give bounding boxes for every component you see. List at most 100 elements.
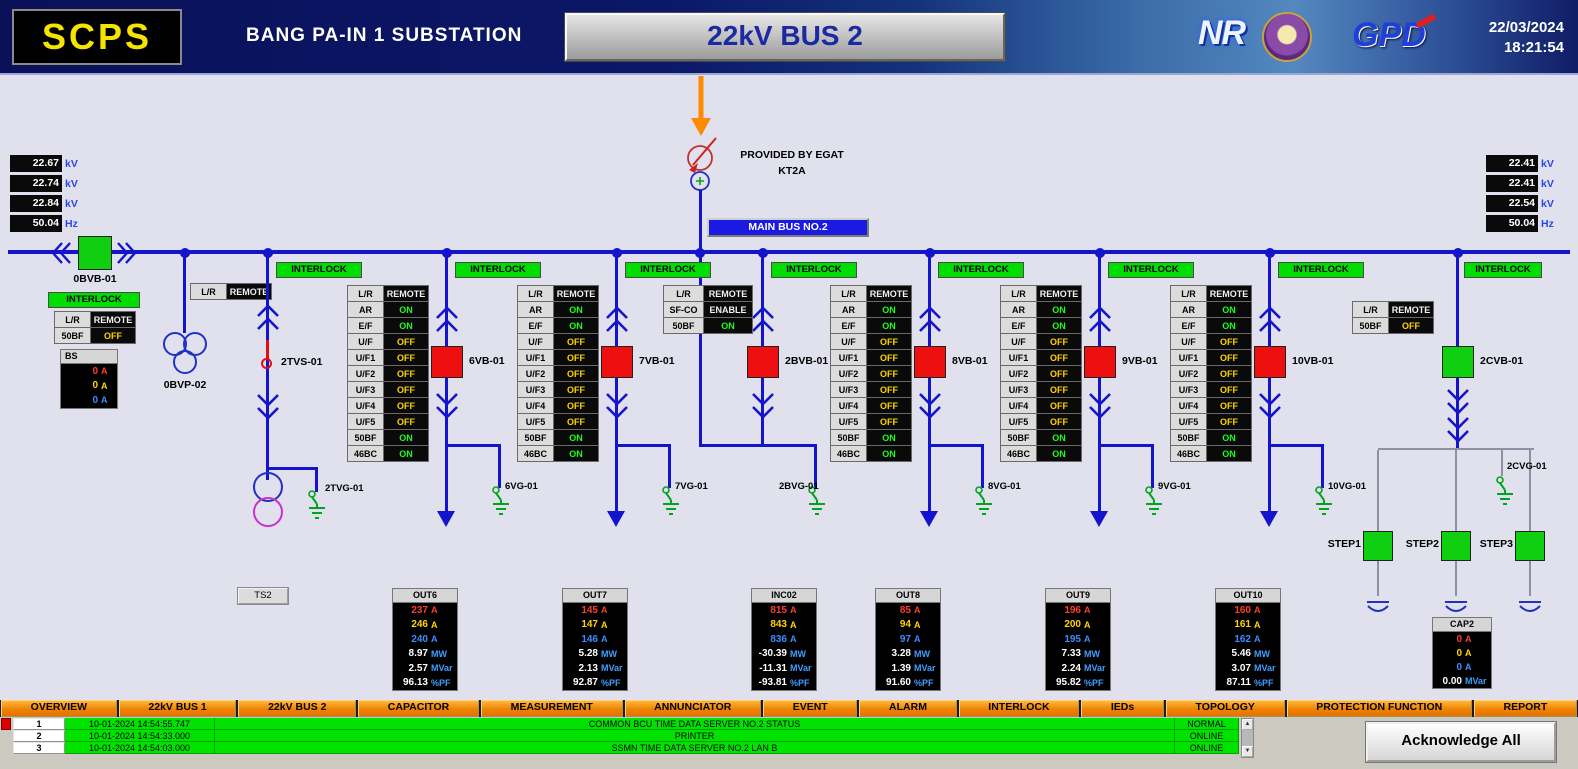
earth-switch-icon[interactable] — [489, 486, 513, 518]
disconnector-symbol[interactable] — [116, 240, 138, 266]
disconnector-symbol[interactable] — [255, 301, 281, 333]
protection-status[interactable]: OFF — [867, 350, 911, 365]
protection-status[interactable]: OFF — [1207, 350, 1251, 365]
protection-status[interactable]: REMOTE — [704, 286, 752, 301]
protection-status[interactable]: OFF — [1389, 318, 1433, 333]
protection-status[interactable]: REMOTE — [91, 312, 135, 327]
earth-switch-icon[interactable] — [1142, 486, 1166, 518]
disconnector-symbol[interactable] — [1445, 414, 1471, 446]
protection-status[interactable]: ON — [554, 430, 598, 445]
disconnector-symbol[interactable] — [255, 391, 281, 423]
protection-status[interactable]: OFF — [1207, 382, 1251, 397]
earth-switch-icon[interactable] — [305, 490, 329, 522]
protection-status[interactable]: REMOTE — [867, 286, 911, 301]
breaker-9vb-01[interactable] — [1084, 346, 1116, 378]
protection-status[interactable]: OFF — [384, 414, 428, 429]
disconnector-symbol[interactable] — [434, 390, 460, 422]
disconnector-symbol[interactable] — [750, 390, 776, 422]
nav-button[interactable]: OVERVIEW — [1, 700, 117, 717]
protection-status[interactable]: ENABLE — [704, 302, 752, 317]
protection-status[interactable]: ON — [554, 446, 598, 461]
alarm-row[interactable]: 2 10-01-2024 14:54:33.000 PRINTER ONLINE — [13, 730, 1239, 742]
meter-box-inc02[interactable]: INC02 815 A 843 A 836 A -30.3 — [751, 588, 817, 691]
protection-status[interactable]: OFF — [867, 366, 911, 381]
nav-button[interactable]: ANNUNCIATOR — [624, 700, 762, 717]
protection-status[interactable]: ON — [1037, 318, 1081, 333]
nav-button[interactable]: EVENT — [763, 700, 858, 717]
protection-status[interactable]: REMOTE — [1389, 302, 1433, 317]
disconnector-symbol[interactable] — [1257, 303, 1283, 335]
disconnector-symbol[interactable] — [604, 390, 630, 422]
interlock-badge-2tvs[interactable]: INTERLOCK — [276, 262, 362, 278]
nav-button[interactable]: INTERLOCK — [958, 700, 1080, 717]
protection-status[interactable]: ON — [1207, 318, 1251, 333]
meter-box-cap2[interactable]: CAP2 0 A 0 A 0 A 0.00 — [1432, 617, 1492, 689]
protection-status[interactable]: ON — [867, 446, 911, 461]
protection-status[interactable]: OFF — [1207, 398, 1251, 413]
protection-status[interactable]: OFF — [554, 350, 598, 365]
protection-status[interactable]: OFF — [867, 382, 911, 397]
disconnector-symbol[interactable] — [434, 303, 460, 335]
earth-switch-icon[interactable] — [805, 486, 829, 518]
earth-switch-icon[interactable] — [1493, 476, 1517, 508]
alarm-scrollbar[interactable]: ▲ ▼ — [1241, 718, 1254, 758]
interlock-badge-2cvb[interactable]: INTERLOCK — [1464, 262, 1542, 278]
protection-status[interactable]: ON — [384, 430, 428, 445]
breaker-0bvb-01[interactable] — [78, 236, 112, 270]
protection-status[interactable]: ON — [1037, 446, 1081, 461]
breaker-7vb-01[interactable] — [601, 346, 633, 378]
meter-box-out7[interactable]: OUT7 145 A 147 A 146 A 5.28 — [562, 588, 628, 691]
breaker-6vb-01[interactable] — [431, 346, 463, 378]
nav-button[interactable]: MEASUREMENT — [480, 700, 623, 717]
protection-status[interactable]: OFF — [1037, 414, 1081, 429]
breaker-2bvb-01[interactable] — [747, 346, 779, 378]
nav-button[interactable]: REPORT — [1473, 700, 1577, 717]
earth-switch-icon[interactable] — [1312, 486, 1336, 518]
nav-button[interactable]: 22kV BUS 2 — [238, 700, 357, 717]
disconnector-symbol[interactable] — [1445, 386, 1471, 418]
scrollbar-track[interactable] — [1242, 730, 1253, 746]
interlock-badge-10vb[interactable]: INTERLOCK — [1278, 262, 1364, 278]
protection-status[interactable]: REMOTE — [227, 284, 271, 299]
protection-status[interactable]: OFF — [554, 366, 598, 381]
breaker-2cvb-01[interactable] — [1442, 346, 1474, 378]
protection-status[interactable]: OFF — [1207, 414, 1251, 429]
capacitor-step1-switch[interactable] — [1363, 531, 1393, 561]
meter-box-bs[interactable]: BS 0 A 0 A 0 A — [60, 349, 118, 409]
disconnector-symbol[interactable] — [917, 303, 943, 335]
protection-status[interactable]: ON — [704, 318, 752, 333]
protection-status[interactable]: OFF — [554, 398, 598, 413]
protection-status[interactable]: ON — [867, 318, 911, 333]
disconnector-symbol[interactable] — [1087, 303, 1113, 335]
disconnector-symbol[interactable] — [917, 390, 943, 422]
protection-status[interactable]: OFF — [554, 334, 598, 349]
acknowledge-all-button[interactable]: Acknowledge All — [1366, 722, 1556, 762]
protection-status[interactable]: ON — [1037, 430, 1081, 445]
protection-status[interactable]: ON — [554, 318, 598, 333]
meter-box-out10[interactable]: OUT10 160 A 161 A 162 A 5.46 — [1215, 588, 1281, 691]
nav-button[interactable]: ALARM — [859, 700, 957, 717]
earth-switch-icon[interactable] — [972, 486, 996, 518]
protection-status[interactable]: REMOTE — [384, 286, 428, 301]
disconnector-symbol[interactable] — [1087, 390, 1113, 422]
interlock-badge-0bvb[interactable]: INTERLOCK — [48, 292, 140, 308]
protection-status[interactable]: OFF — [1037, 334, 1081, 349]
protection-status[interactable]: OFF — [1037, 366, 1081, 381]
protection-status[interactable]: ON — [1207, 302, 1251, 317]
meter-box-out8[interactable]: OUT8 85 A 94 A 97 A 3.28 — [875, 588, 941, 691]
interlock-badge-2bvb[interactable]: INTERLOCK — [771, 262, 857, 278]
protection-status[interactable]: REMOTE — [1207, 286, 1251, 301]
nav-button[interactable]: PROTECTION FUNCTION — [1286, 700, 1472, 717]
protection-status[interactable]: ON — [384, 446, 428, 461]
protection-status[interactable]: ON — [384, 302, 428, 317]
protection-status[interactable]: ON — [1207, 446, 1251, 461]
protection-status[interactable]: OFF — [554, 414, 598, 429]
meter-box-out6[interactable]: OUT6 237 A 246 A 240 A 8.97 — [392, 588, 458, 691]
protection-status[interactable]: ON — [1037, 302, 1081, 317]
earth-switch-icon[interactable] — [659, 486, 683, 518]
nav-button[interactable]: TOPOLOGY — [1165, 700, 1285, 717]
capacitor-step3-switch[interactable] — [1515, 531, 1545, 561]
protection-status[interactable]: OFF — [384, 334, 428, 349]
scroll-down-icon[interactable]: ▼ — [1242, 746, 1253, 757]
protection-status[interactable]: OFF — [91, 328, 135, 343]
